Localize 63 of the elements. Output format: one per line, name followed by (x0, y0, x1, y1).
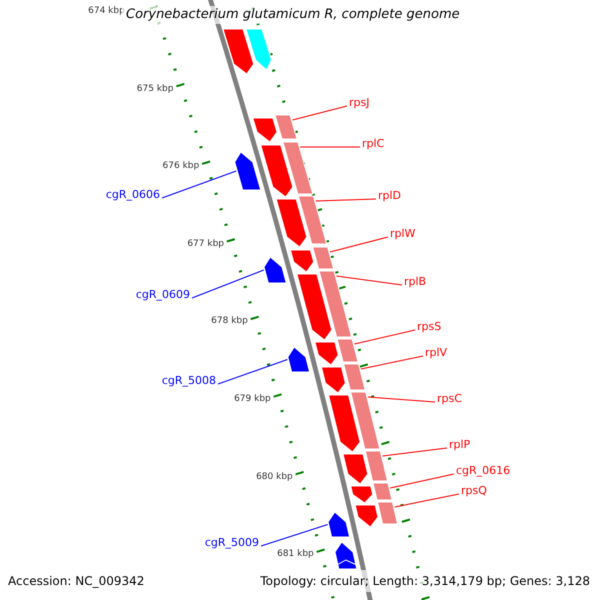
leader-line (218, 359, 288, 384)
gene-feature (328, 511, 350, 538)
gene-feature (245, 28, 272, 71)
gene-label: rpsC (437, 393, 462, 404)
gene-label: cgR_0616 (456, 465, 510, 476)
leader-line (292, 106, 348, 120)
gene-label: rplP (449, 439, 470, 450)
scale-label: 674 kbp (88, 7, 125, 16)
gene-bar (364, 450, 388, 482)
scale-label: 681 kbp (277, 550, 314, 560)
leader-line (336, 276, 402, 286)
gene-feature (252, 118, 278, 143)
leader-line (382, 448, 448, 456)
leader-line (354, 330, 416, 344)
gene-feature (320, 366, 346, 394)
scale-label: 680 kbp (256, 472, 293, 482)
scale-label: 679 kbp (234, 395, 271, 404)
gene-feature (290, 250, 314, 273)
gene-bar (318, 270, 352, 338)
gene-bar (372, 482, 393, 500)
gene-label: cgR_5008 (162, 375, 216, 386)
gene-bar (376, 502, 398, 524)
gene-bar (274, 114, 298, 140)
scale-label: 676 kbp (162, 162, 200, 172)
leader-line (192, 270, 264, 298)
gene-label: rplC (362, 138, 384, 149)
gene-feature (314, 342, 339, 366)
leader-line (260, 524, 328, 546)
gene-bar (336, 338, 359, 362)
gene-label: rpsS (417, 321, 442, 332)
leader-line (394, 494, 460, 508)
gene-feature (350, 486, 374, 504)
gene-label: rpsQ (461, 485, 487, 496)
gene-bar (312, 246, 334, 270)
leader-line (300, 146, 360, 148)
leader-line (360, 356, 424, 370)
gene-label: rplB (404, 276, 426, 287)
gene-feature (354, 504, 379, 528)
gene-label: rplW (390, 228, 416, 239)
gene-bar (282, 142, 314, 194)
scale-label: 677 kbp (187, 240, 224, 249)
leader-line (390, 474, 454, 488)
gene-label: rpsJ (349, 97, 370, 108)
scale-label: 675 kbp (136, 84, 174, 94)
scale-label: 678 kbp (211, 317, 248, 326)
leader-line (367, 396, 436, 402)
accession-text: Accession: NC_009342 (8, 574, 144, 588)
genome-summary: Topology: circular; Length: 3,314,179 bp; Genes: 3,128 (260, 574, 590, 588)
gene-label: cgR_5009 (204, 537, 259, 548)
gene-feature (234, 151, 262, 190)
gene-feature (287, 346, 310, 372)
leader-line (162, 170, 237, 198)
gene-label: rplD (378, 190, 402, 201)
gene-label: cgR_0609 (136, 289, 190, 300)
gene-bar (298, 196, 328, 244)
leader-line (329, 236, 388, 252)
gene-feature (342, 454, 368, 485)
gene-label: rplV (425, 347, 448, 358)
gene-label: cgR_0606 (106, 189, 160, 200)
gene-bar (342, 364, 366, 390)
leader-line (315, 198, 376, 202)
gene-feature (263, 256, 287, 284)
gene-feature (222, 28, 254, 75)
